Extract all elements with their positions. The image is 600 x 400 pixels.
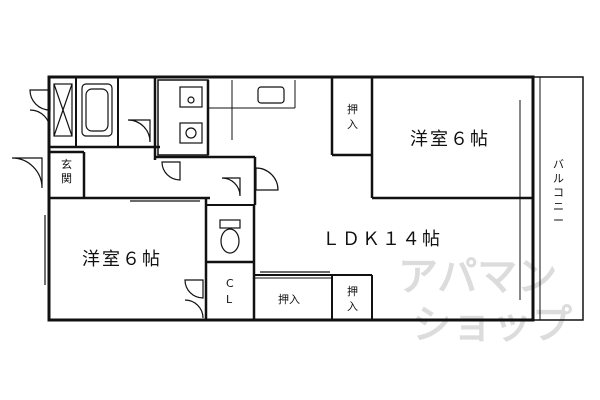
label-cl-1: C: [226, 277, 234, 290]
label-cl-2: L: [226, 293, 233, 306]
fixtures: [11, 83, 521, 319]
label-balcony-4: ニ: [553, 200, 564, 213]
label-balcony-5: ー: [553, 214, 564, 227]
label-closet-bottom-right-1: 押: [347, 284, 358, 298]
watermark-line1: アパマン: [398, 254, 557, 300]
watermark-line2: ショップ: [412, 302, 572, 348]
label-balcony-1: バ: [553, 158, 564, 171]
room-label-western-left: 洋室６帖: [82, 249, 162, 270]
room-label-western-right: 洋室６帖: [410, 129, 490, 150]
label-balcony-3: コ: [553, 186, 564, 199]
label-closet-bottom-mid: 押入: [278, 292, 300, 306]
label-entrance-2: 関: [61, 172, 72, 185]
room-labels: 洋室６帖 洋室６帖 ＬＤＫ１４帖 玄 関 押 入 押入 押 入 C L バ ル …: [61, 102, 564, 313]
label-entrance-1: 玄: [61, 157, 72, 171]
walls: [47, 75, 584, 322]
room-label-ldk: ＬＤＫ１４帖: [322, 229, 442, 250]
label-closet-top-2: 入: [347, 118, 358, 131]
label-closet-top-1: 押: [347, 102, 358, 116]
watermark: アパマン ショップ: [398, 254, 572, 348]
label-closet-bottom-right-2: 入: [347, 300, 358, 313]
label-balcony-2: ル: [553, 172, 564, 185]
